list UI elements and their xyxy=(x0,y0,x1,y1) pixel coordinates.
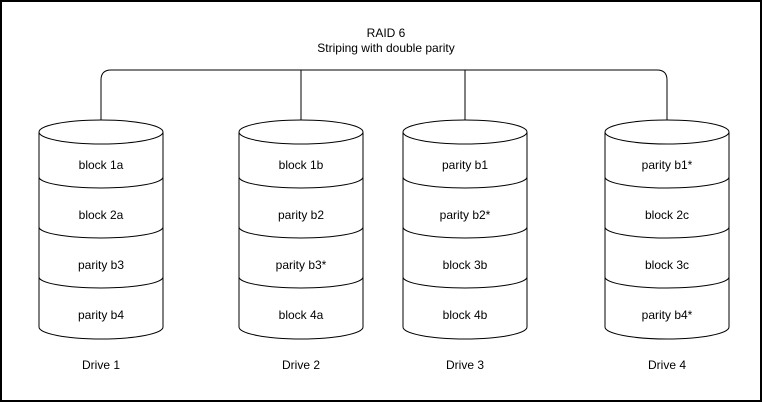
drive-section-divider xyxy=(238,226,364,239)
drive-cylinder-top-ellipse xyxy=(604,119,730,145)
drive-label: Drive 2 xyxy=(282,358,320,372)
drive-3: parity b1 parity b2* block 3b block 4b D… xyxy=(402,119,528,372)
drive-block-label: block 3c xyxy=(645,258,689,272)
drive-section-divider xyxy=(604,276,730,289)
drive-block-label: block 1b xyxy=(279,158,324,172)
drive-cylinder-top-ellipse xyxy=(402,119,528,145)
drive-section-divider xyxy=(38,226,164,239)
drive-label: Drive 3 xyxy=(446,358,484,372)
drive-section-divider xyxy=(604,226,730,239)
drive-block-label: parity b3 xyxy=(78,258,124,272)
drive-block-label: block 4b xyxy=(443,308,488,322)
drive-section-divider xyxy=(604,176,730,189)
drive-cylinder-body xyxy=(604,132,730,340)
drive-label: Drive 1 xyxy=(82,358,120,372)
drive-block-label: parity b4* xyxy=(642,308,693,322)
drive-1: block 1a block 2a parity b3 parity b4 Dr… xyxy=(38,119,164,372)
drive-section-divider xyxy=(238,276,364,289)
diagram-title: RAID 6 xyxy=(367,26,406,40)
drive-cylinder-top-ellipse xyxy=(38,119,164,145)
drive-block-label: block 2c xyxy=(645,208,689,222)
drive-cylinder-body xyxy=(38,132,164,340)
drive-4: parity b1* block 2c block 3c parity b4* … xyxy=(604,119,730,372)
drive-section-divider xyxy=(402,276,528,289)
drive-section-divider xyxy=(238,176,364,189)
drive-block-label: block 2a xyxy=(79,208,124,222)
drive-block-label: parity b1* xyxy=(642,158,693,172)
diagram-subtitle: Striping with double parity xyxy=(317,41,454,55)
drive-cylinder-top-ellipse xyxy=(238,119,364,145)
drive-block-label: parity b1 xyxy=(442,158,488,172)
drive-cylinder-body xyxy=(238,132,364,340)
drive-section-divider xyxy=(38,276,164,289)
drive-section-divider xyxy=(402,176,528,189)
drive-block-label: parity b2 xyxy=(278,208,324,222)
drive-block-label: block 1a xyxy=(79,158,124,172)
drive-label: Drive 4 xyxy=(648,358,686,372)
drive-block-label: parity b3* xyxy=(276,258,327,272)
drive-section-divider xyxy=(402,226,528,239)
drive-block-label: block 4a xyxy=(279,308,324,322)
drive-cylinder-body xyxy=(402,132,528,340)
drive-section-divider xyxy=(38,176,164,189)
drive-block-label: parity b4 xyxy=(78,308,124,322)
bus-connector-line xyxy=(100,69,668,120)
drive-2: block 1b parity b2 parity b3* block 4a D… xyxy=(238,119,364,372)
drive-block-label: parity b2* xyxy=(440,208,491,222)
drive-block-label: block 3b xyxy=(443,258,488,272)
